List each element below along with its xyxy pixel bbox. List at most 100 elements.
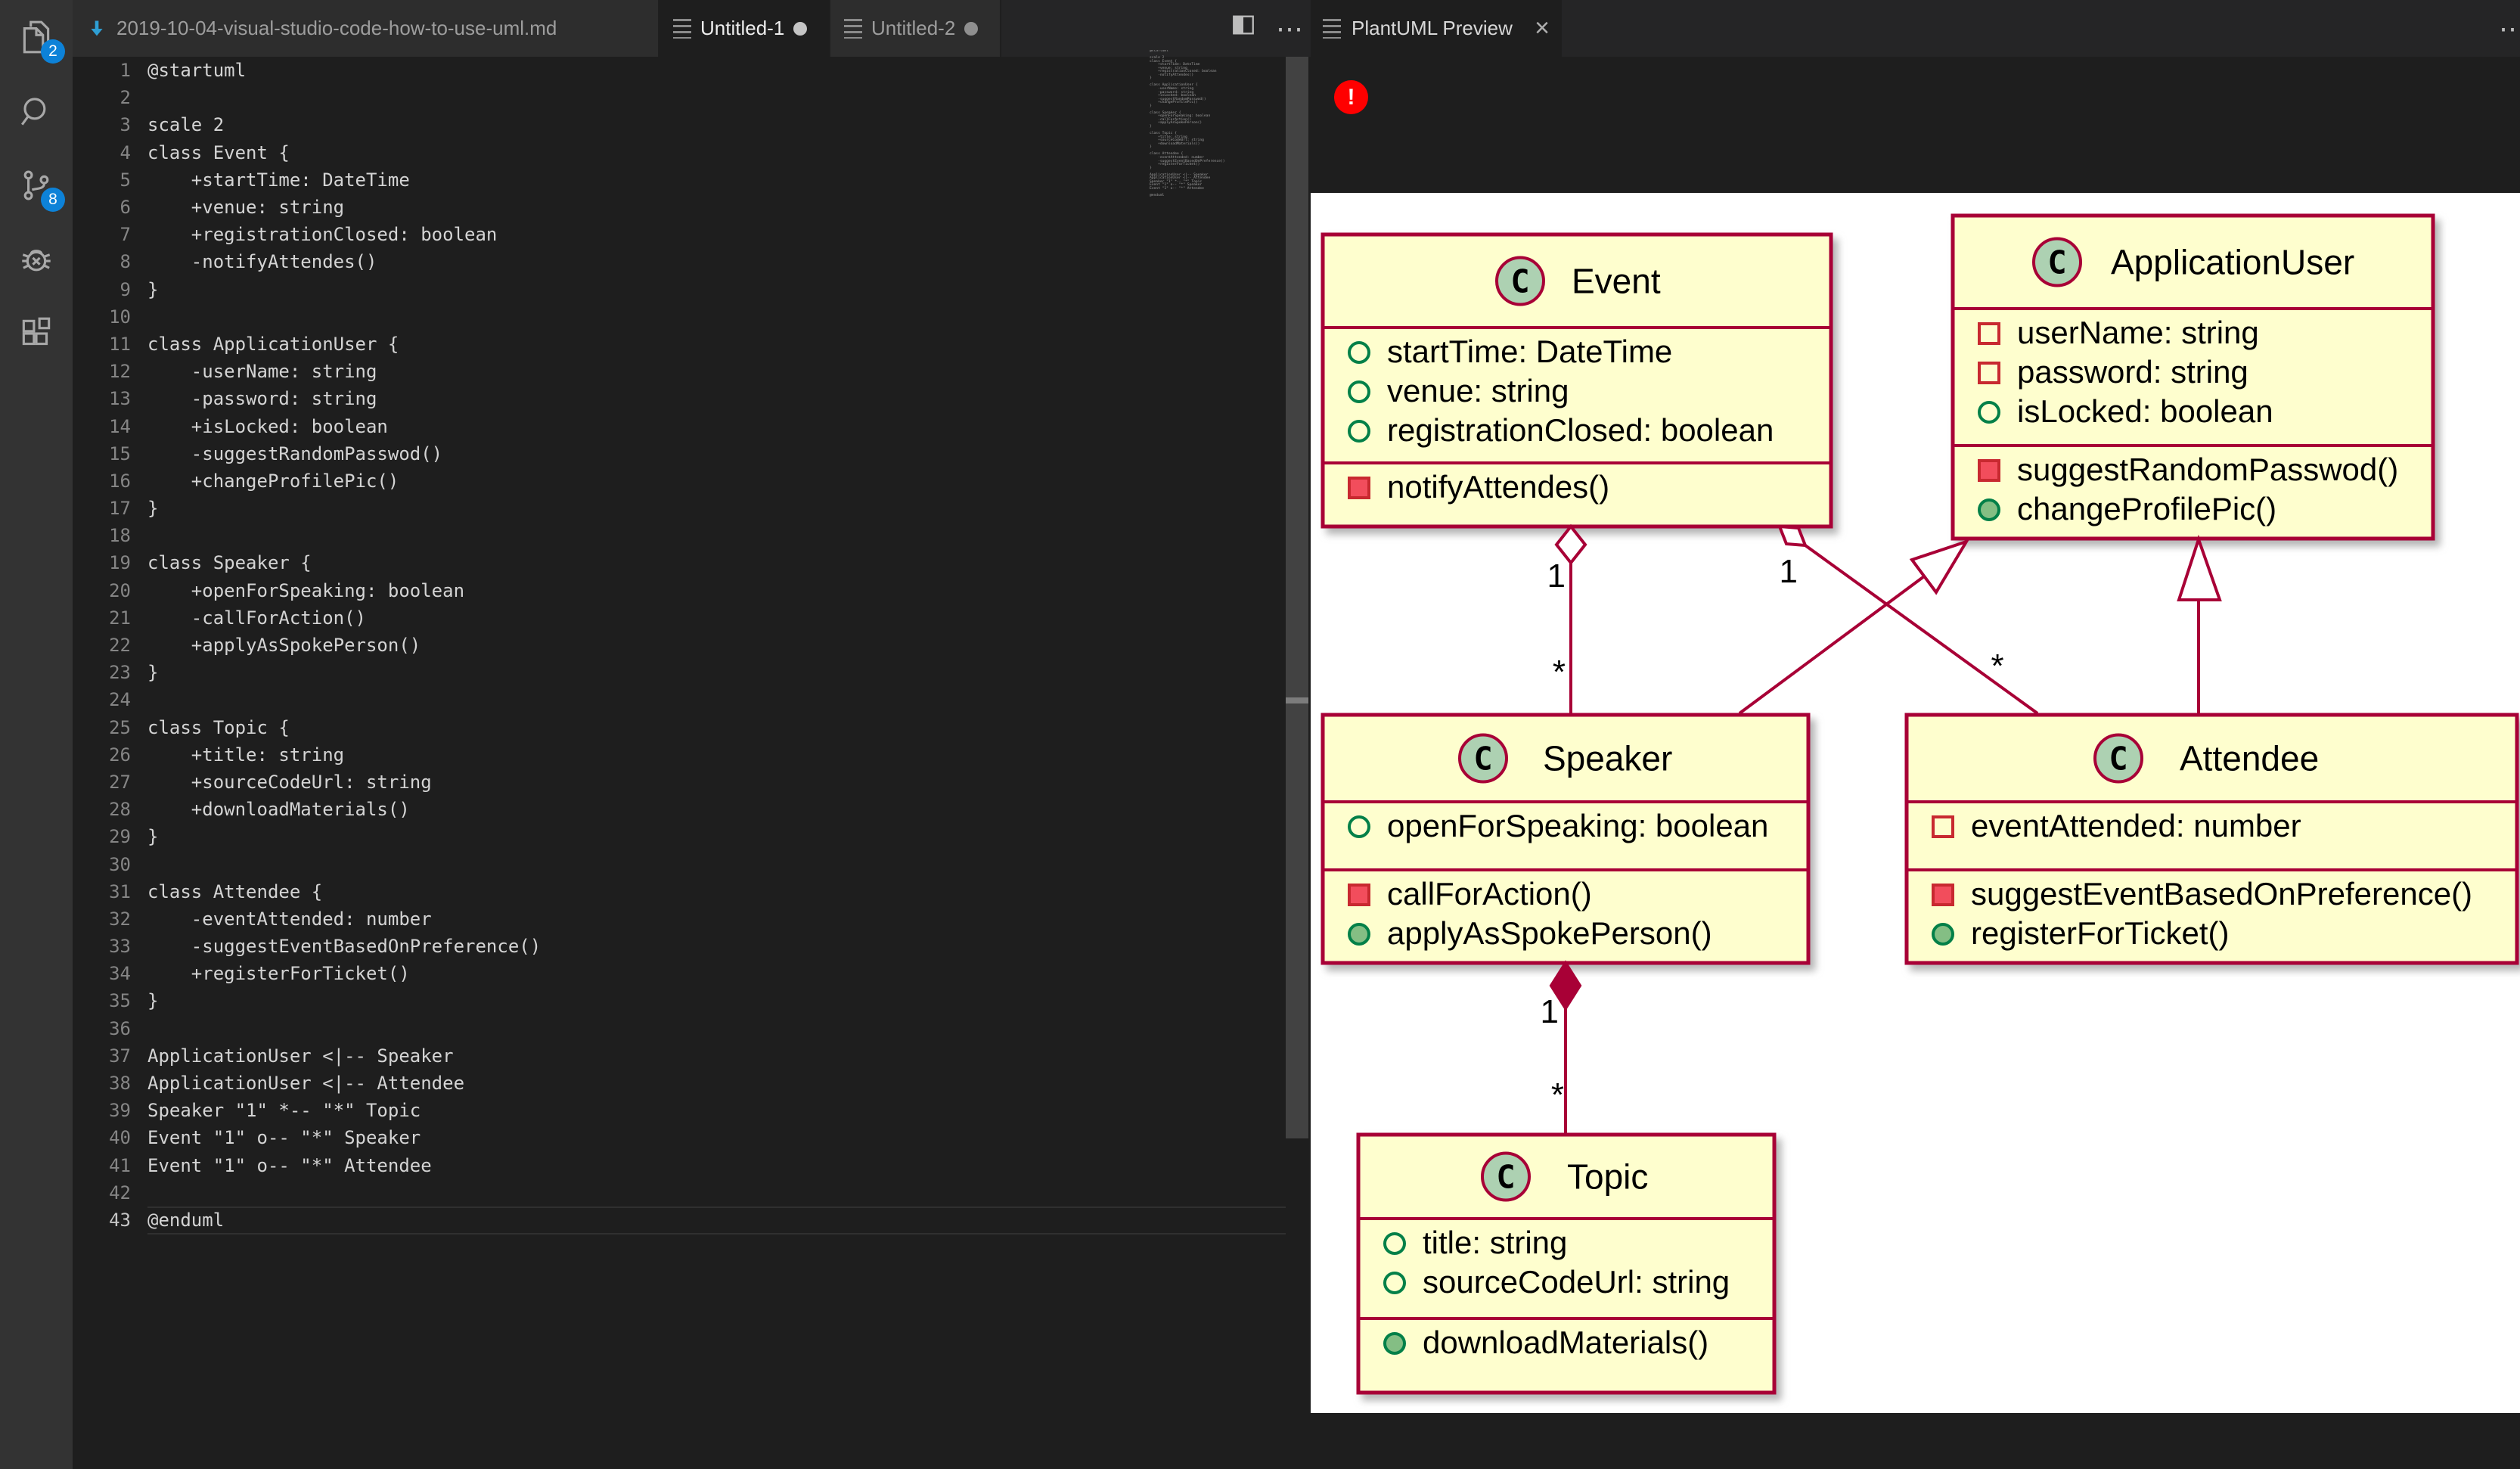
tab-untitled-2[interactable]: Untitled-2 [830, 0, 1001, 57]
class-circle-icon [1495, 256, 1545, 306]
code-line-7[interactable]: 7 +registrationClosed: boolean [73, 221, 1311, 248]
code-line-36[interactable]: 36 [73, 1015, 1311, 1042]
code-line-26[interactable]: 26 +title: string [73, 741, 1311, 769]
code-line-1[interactable]: 1@startuml [73, 57, 1311, 84]
code-line-12[interactable]: 12 -userName: string [73, 358, 1311, 385]
code-line-30[interactable]: 30 [73, 850, 1311, 877]
line-number: 37 [109, 1045, 131, 1067]
code-line-9[interactable]: 9} [73, 276, 1311, 303]
extensions-button[interactable] [0, 297, 73, 371]
tab-plantuml-preview[interactable]: PlantUML Preview × [1311, 0, 1562, 57]
code-line-6[interactable]: 6 +venue: string [73, 194, 1311, 221]
code-text: ApplicationUser <|-- Attendee [147, 1073, 465, 1095]
line-number: 22 [109, 635, 131, 657]
line-number: 2 [119, 87, 131, 109]
code-line-4[interactable]: 4 class Event { [73, 139, 1311, 166]
code-line-20[interactable]: 20 +openForSpeaking: boolean [73, 577, 1311, 604]
code-line-17[interactable]: 17} [73, 495, 1311, 522]
code-line-10[interactable]: 10 [73, 303, 1311, 331]
tab-untitled-1[interactable]: Untitled-1 [659, 0, 830, 57]
source-control-button[interactable]: 8 [0, 148, 73, 222]
code-line-21[interactable]: 21 -callForAction() [73, 604, 1311, 632]
debug-button[interactable] [0, 222, 73, 297]
code-line-43[interactable]: 43@enduml [73, 1207, 1311, 1234]
dirty-indicator [793, 21, 808, 36]
class-method: registerForTicket() [1971, 915, 2229, 951]
line-number: 26 [109, 744, 131, 766]
class-circle-letter: C [2109, 741, 2127, 778]
explorer-button[interactable]: 2 [0, 0, 73, 74]
line-number: 19 [109, 552, 131, 574]
split-editor-icon [1233, 15, 1254, 35]
public-method-icon [1932, 923, 1954, 946]
close-icon[interactable]: × [1535, 14, 1550, 42]
code-text: -password: string [147, 388, 377, 410]
multiplicity-label: 1 [1780, 553, 1798, 590]
tab-label: 2019-10-04-visual-studio-code-how-to-use… [116, 17, 557, 39]
triangle-open-icon [1909, 539, 1970, 595]
code-text: +isLocked: boolean [147, 415, 388, 437]
code-line-22[interactable]: 22 +applyAsSpokePerson() [73, 632, 1311, 659]
code-line-42[interactable]: 42 [73, 1179, 1311, 1207]
code-text: Event "1" o-- "*" Attendee [147, 1154, 432, 1176]
tab-2019-10-04-visual-studio-code-how-to-use-uml-md[interactable]: 2019-10-04-visual-studio-code-how-to-use… [73, 0, 659, 57]
code-text: -callForAction() [147, 607, 366, 629]
public-field-icon [1348, 815, 1370, 838]
public-field-icon [1348, 341, 1370, 364]
preview-more-actions-button[interactable]: ⋯ [2499, 13, 2520, 44]
code-text: class Event { [147, 141, 290, 163]
search-button[interactable] [0, 74, 73, 148]
code-line-14[interactable]: 14 +isLocked: boolean [73, 412, 1311, 439]
code-line-15[interactable]: 15 -suggestRandomPasswod() [73, 440, 1311, 467]
public-field-icon [1348, 380, 1370, 403]
public-field-icon [1348, 420, 1370, 443]
class-field: title: string [1423, 1225, 1567, 1260]
code-line-13[interactable]: 13 -password: string [73, 385, 1311, 412]
editor-scrollbar[interactable] [1286, 57, 1308, 1138]
code-line-5[interactable]: 5 +startTime: DateTime [73, 166, 1311, 194]
multiplicity-label: * [1991, 648, 2003, 685]
diamond-filled-icon [1549, 960, 1582, 1011]
code-line-28[interactable]: 28 +downloadMaterials() [73, 796, 1311, 823]
code-line-32[interactable]: 32 -eventAttended: number [73, 905, 1311, 933]
code-line-27[interactable]: 27 +sourceCodeUrl: string [73, 769, 1311, 796]
line-number: 17 [109, 498, 131, 520]
code-line-18[interactable]: 18 [73, 522, 1311, 549]
editor-more-actions-button[interactable]: ⋯ [1276, 13, 1303, 44]
class-name: ApplicationUser [2111, 243, 2354, 282]
code-line-35[interactable]: 35} [73, 987, 1311, 1014]
split-editor-button[interactable] [1231, 0, 1256, 57]
line-number: 23 [109, 662, 131, 684]
code-line-16[interactable]: 16 +changeProfilePic() [73, 467, 1311, 495]
preview-tab-label: PlantUML Preview [1352, 17, 1513, 39]
public-field-icon [1383, 1272, 1406, 1294]
private-field-icon [1978, 322, 2000, 345]
line-number: 4 [119, 141, 131, 163]
line-number: 5 [119, 169, 131, 191]
class-field: eventAttended: number [1971, 808, 2301, 843]
code-line-24[interactable]: 24 [73, 686, 1311, 713]
class-name: Event [1572, 262, 1661, 301]
class-circle-letter: C [2047, 244, 2066, 281]
code-line-34[interactable]: 34 +registerForTicket() [73, 960, 1311, 987]
code-line-23[interactable]: 23} [73, 659, 1311, 686]
minimap[interactable]: @startuml scale 2 class Event { +startTi… [1150, 50, 1225, 197]
code-line-29[interactable]: 29} [73, 823, 1311, 850]
line-number: 10 [109, 306, 131, 328]
code-line-33[interactable]: 33 -suggestEventBasedOnPreference() [73, 933, 1311, 960]
code-line-2[interactable]: 2 [73, 84, 1311, 111]
code-line-8[interactable]: 8 -notifyAttendes() [73, 248, 1311, 275]
